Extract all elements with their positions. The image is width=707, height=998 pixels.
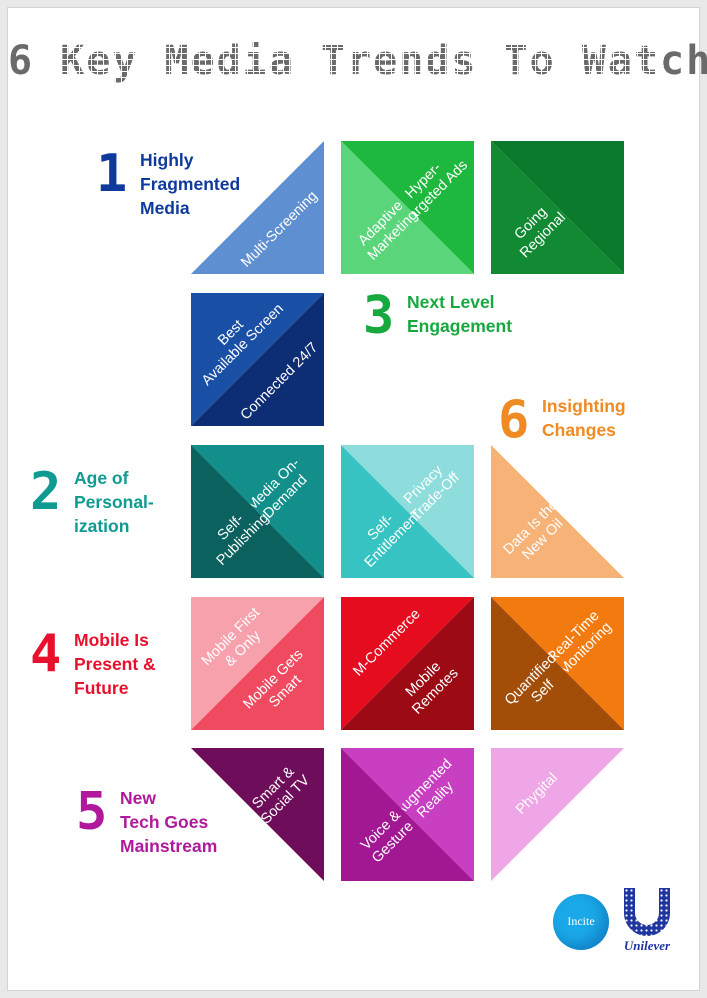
trend-title-line: Tech Goes xyxy=(120,812,209,832)
tile-triangle xyxy=(341,748,474,881)
tile-triangle xyxy=(491,445,624,578)
trend-title-line: Present & xyxy=(74,654,156,674)
trend-title-line: ization xyxy=(74,516,130,536)
trend-title-line: Fragmented xyxy=(140,174,241,194)
incite-logo-text: Incite xyxy=(567,914,595,928)
trend-title-line: Mainstream xyxy=(120,836,218,856)
tile-triangle xyxy=(191,293,324,426)
tile-triangle xyxy=(491,597,624,730)
tile-triangle xyxy=(191,748,324,881)
trend-title-line: Mobile Is xyxy=(74,630,149,650)
trend-title: Mobile Is Present & Future xyxy=(74,628,156,700)
trend-title-line: Insighting xyxy=(542,396,626,416)
tile-triangle xyxy=(341,445,474,578)
tile-4-0: Smart &Social TV xyxy=(191,748,324,881)
tile-triangle xyxy=(191,141,324,274)
tile-4-2: Phygital xyxy=(491,748,624,881)
trend-number: 1 xyxy=(96,144,128,204)
trend-title: Age of Personal-ization xyxy=(74,466,154,538)
poster: 6 Key Media Trends To Watch Multi-Screen… xyxy=(7,7,707,991)
incite-logo: Incite xyxy=(553,894,609,950)
trend-number: 2 xyxy=(30,462,62,522)
tile-triangle xyxy=(191,445,324,578)
trend-title-line: Personal- xyxy=(74,492,154,512)
trend-title-line: Future xyxy=(74,678,129,698)
tile-triangle xyxy=(341,597,474,730)
tile-triangle xyxy=(491,748,624,881)
unilever-logo: Unilever xyxy=(618,888,676,958)
trend-number: 5 xyxy=(76,782,108,842)
trend-number: 6 xyxy=(498,390,530,450)
trend-title-line: Next Level xyxy=(407,292,495,312)
trend-title-line: Engagement xyxy=(407,316,513,336)
tile-2-2: Data Is theNew Oil xyxy=(491,445,624,578)
trend-number: 4 xyxy=(30,624,62,684)
trend-title-line: Highly xyxy=(140,150,194,170)
unilever-logo-text: Unilever xyxy=(623,938,671,953)
trend-title-line: Changes xyxy=(542,420,616,440)
tile-0-2: GoingRegional xyxy=(491,141,624,274)
trend-title-line: New xyxy=(120,788,156,808)
tile-triangle xyxy=(341,141,474,274)
tile-triangle xyxy=(491,141,624,274)
trend-number: 3 xyxy=(363,286,395,346)
trend-title-line: Age of xyxy=(74,468,129,488)
tile-triangle xyxy=(191,597,324,730)
trend-title-line: Media xyxy=(140,198,190,218)
unilever-u-icon xyxy=(624,888,670,936)
tile-0-0: Multi-Screening xyxy=(191,141,324,274)
